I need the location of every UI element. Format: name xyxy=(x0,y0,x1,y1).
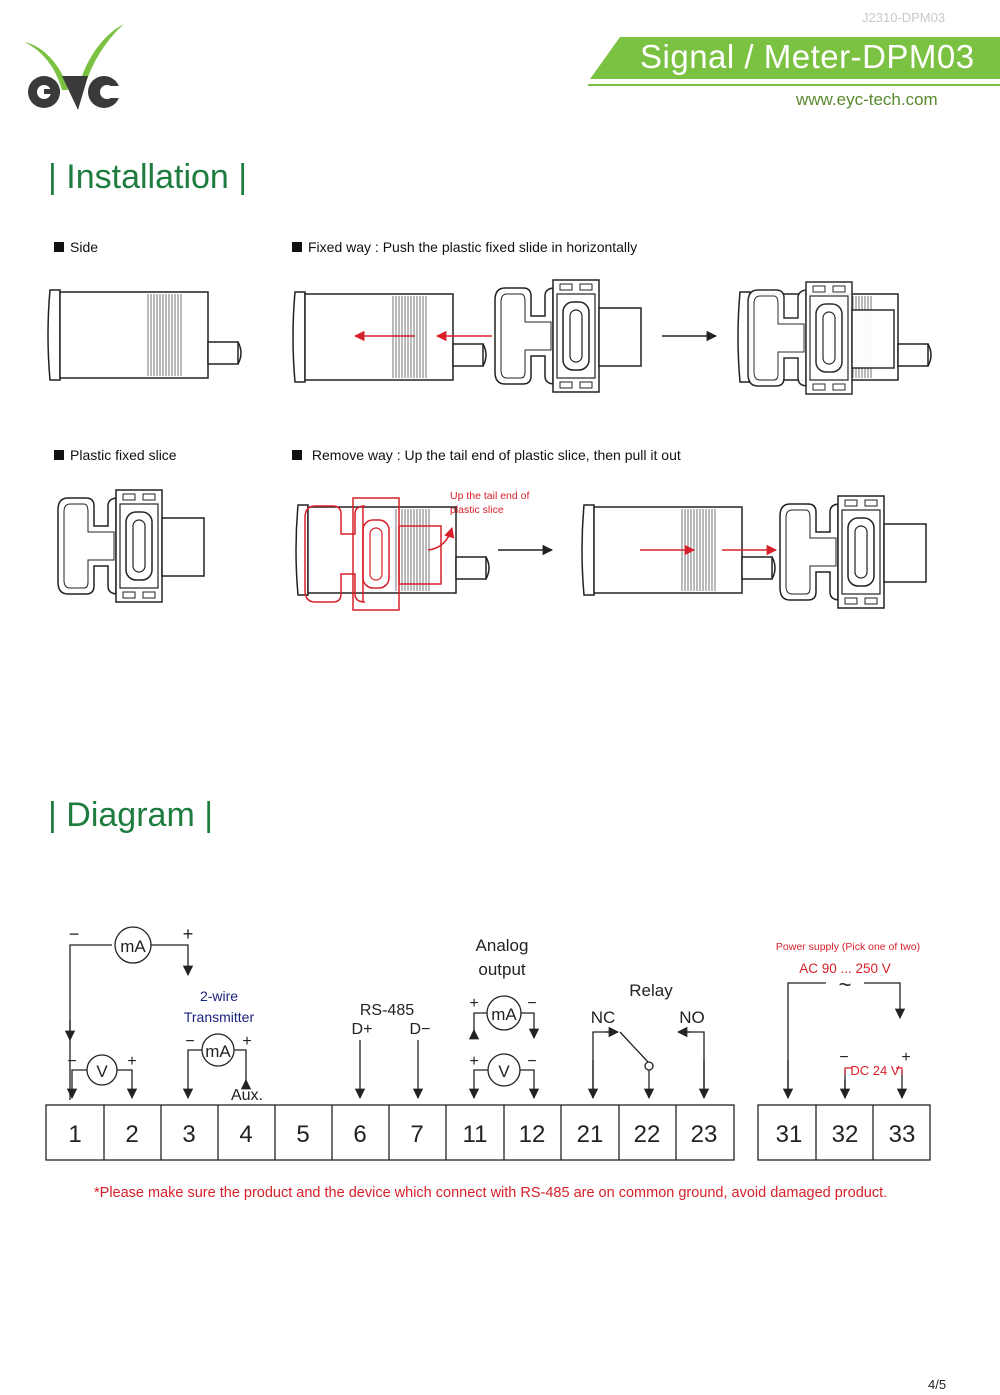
d-minus-label: D− xyxy=(410,1021,431,1038)
document-code: J2310-DPM03 xyxy=(862,10,946,25)
rs485-ground-warning: *Please make sure the product and the de… xyxy=(94,1185,888,1201)
aux-label: Aux. xyxy=(231,1087,263,1104)
installation-heading: | Installation | xyxy=(48,158,248,196)
remove-way-label: Remove way : Up the tail end of plastic … xyxy=(292,447,681,463)
rs485-label: RS-485 xyxy=(360,1002,414,1019)
wiring-diagram: mA V mA mA V − + − + − + + − + − − + 2-w… xyxy=(45,924,931,1161)
remove-way-meter xyxy=(295,504,490,596)
logo-mark xyxy=(24,24,124,110)
ac-label: AC 90 ... 250 V xyxy=(799,961,891,976)
fixed-way-slice xyxy=(494,279,642,393)
two-wire-label: 2-wire xyxy=(200,988,238,1004)
side-label: Side xyxy=(54,239,98,255)
svg-text:−: − xyxy=(527,1053,536,1070)
power-supply-label: Power supply (Pick one of two) xyxy=(776,941,920,953)
terminal-number: 5 xyxy=(296,1121,309,1148)
remove-way-slice-free xyxy=(779,495,927,609)
nc-label: NC xyxy=(591,1008,616,1027)
fixed-way-meter xyxy=(292,291,487,383)
dc-label: DC 24 V xyxy=(850,1063,899,1078)
terminal-number: 32 xyxy=(832,1121,859,1148)
analog-label: Analog xyxy=(476,936,529,955)
terminal-number: 11 xyxy=(463,1121,488,1148)
website-link[interactable]: www.eyc-tech.com xyxy=(796,90,938,109)
remove-annotation-line1: Up the tail end of xyxy=(450,490,529,502)
d-plus-label: D+ xyxy=(352,1021,373,1038)
terminal-number: 22 xyxy=(634,1121,661,1148)
remove-way-slice-lifted xyxy=(304,497,442,611)
logo xyxy=(22,20,132,115)
title-underline xyxy=(588,84,1000,86)
svg-text:−: − xyxy=(839,1049,848,1066)
remove-annotation-line2: plastic slice xyxy=(450,504,504,516)
transmitter-ma-label: mA xyxy=(205,1042,231,1061)
svg-text:+: + xyxy=(183,924,194,944)
svg-text:+: + xyxy=(127,1053,136,1070)
no-label: NO xyxy=(679,1008,705,1027)
svg-text:+: + xyxy=(469,995,478,1012)
output-label: output xyxy=(478,960,526,979)
ma-meter-label: mA xyxy=(120,937,146,956)
svg-text:−: − xyxy=(69,924,80,944)
terminal-number: 23 xyxy=(691,1121,718,1148)
page-number: 4/5 xyxy=(928,1377,947,1392)
plastic-slice-label: Plastic fixed slice xyxy=(54,447,177,463)
analog-v-label: V xyxy=(498,1062,510,1081)
svg-text:+: + xyxy=(901,1049,910,1066)
terminal-number: 1 xyxy=(68,1121,81,1148)
side-view-meter xyxy=(47,289,242,381)
v-meter-label: V xyxy=(96,1062,108,1081)
plastic-slice-drawing xyxy=(57,489,205,603)
terminal-number: 2 xyxy=(125,1121,138,1148)
terminal-number: 12 xyxy=(519,1121,546,1148)
terminal-number: 7 xyxy=(410,1121,423,1148)
terminal-number: 33 xyxy=(889,1121,916,1148)
diagram-heading: | Diagram | xyxy=(48,796,214,834)
terminal-number: 31 xyxy=(776,1121,803,1148)
terminal-number: 3 xyxy=(182,1121,195,1148)
product-title: Signal / Meter-DPM03 xyxy=(640,38,975,75)
installation-illustrations: Up the tail end of plastic slice xyxy=(47,279,932,611)
installation-title: Installation xyxy=(66,158,229,196)
relay-label: Relay xyxy=(629,981,673,1000)
terminal-number: 4 xyxy=(239,1121,252,1148)
svg-text:−: − xyxy=(185,1033,194,1050)
svg-text:+: + xyxy=(242,1033,251,1050)
ac-symbol: ~ xyxy=(839,972,852,997)
svg-text:−: − xyxy=(67,1053,76,1070)
terminal-number: 6 xyxy=(353,1121,366,1148)
analog-ma-label: mA xyxy=(491,1005,517,1024)
svg-text:+: + xyxy=(469,1053,478,1070)
terminal-number: 21 xyxy=(577,1121,604,1148)
transmitter-label: Transmitter xyxy=(184,1009,255,1025)
svg-text:−: − xyxy=(527,995,536,1012)
fixed-way-label: Fixed way : Push the plastic fixed slide… xyxy=(292,239,637,255)
diagram-title: Diagram xyxy=(66,796,195,834)
title-banner xyxy=(590,37,1000,79)
